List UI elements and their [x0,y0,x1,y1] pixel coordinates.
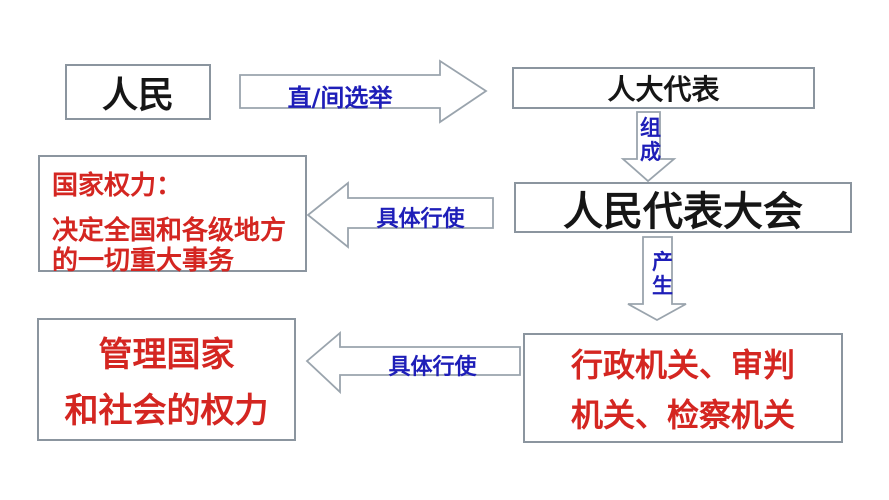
produce-arrow [627,236,687,322]
election-arrow-label: 直/间选举 [287,84,393,112]
exercise1-arrow [306,181,494,249]
manage-power-line-1: 管理国家 [98,335,235,375]
deputies-box: 人大代表 [512,67,815,109]
organs-line-2: 机关、检察机关 [570,396,795,435]
organs-line-1: 行政机关、审判 [570,345,795,384]
congress-label: 人民代表大会 [563,188,803,235]
deputies-label: 人大代表 [607,73,720,106]
compose-arrow-label: 组成 [640,116,661,164]
election-arrow [239,59,488,124]
congress-box: 人民代表大会 [514,182,852,235]
state-power-box: 国家权力： 决定全国和各级地方 的一切重大事务 [38,155,307,276]
people-box: 人民 [65,64,211,120]
state-power-line-1: 决定全国和各级地方 [52,216,287,246]
state-power-title: 国家权力： [52,171,183,201]
produce-arrow-label: 产生 [652,250,673,298]
exercise1-arrow-label: 具体行使 [376,207,465,232]
manage-power-line-2: 和社会的权力 [64,391,269,431]
exercise2-arrow [305,331,521,395]
manage-power-box: 管理国家 和社会的权力 [37,318,296,441]
state-power-line-2: 的一切重大事务 [52,246,235,276]
people-label: 人民 [101,75,174,116]
organs-box: 行政机关、审判 机关、检察机关 [523,333,843,443]
compose-arrow [620,111,677,183]
exercise2-arrow-label: 具体行使 [388,355,477,380]
